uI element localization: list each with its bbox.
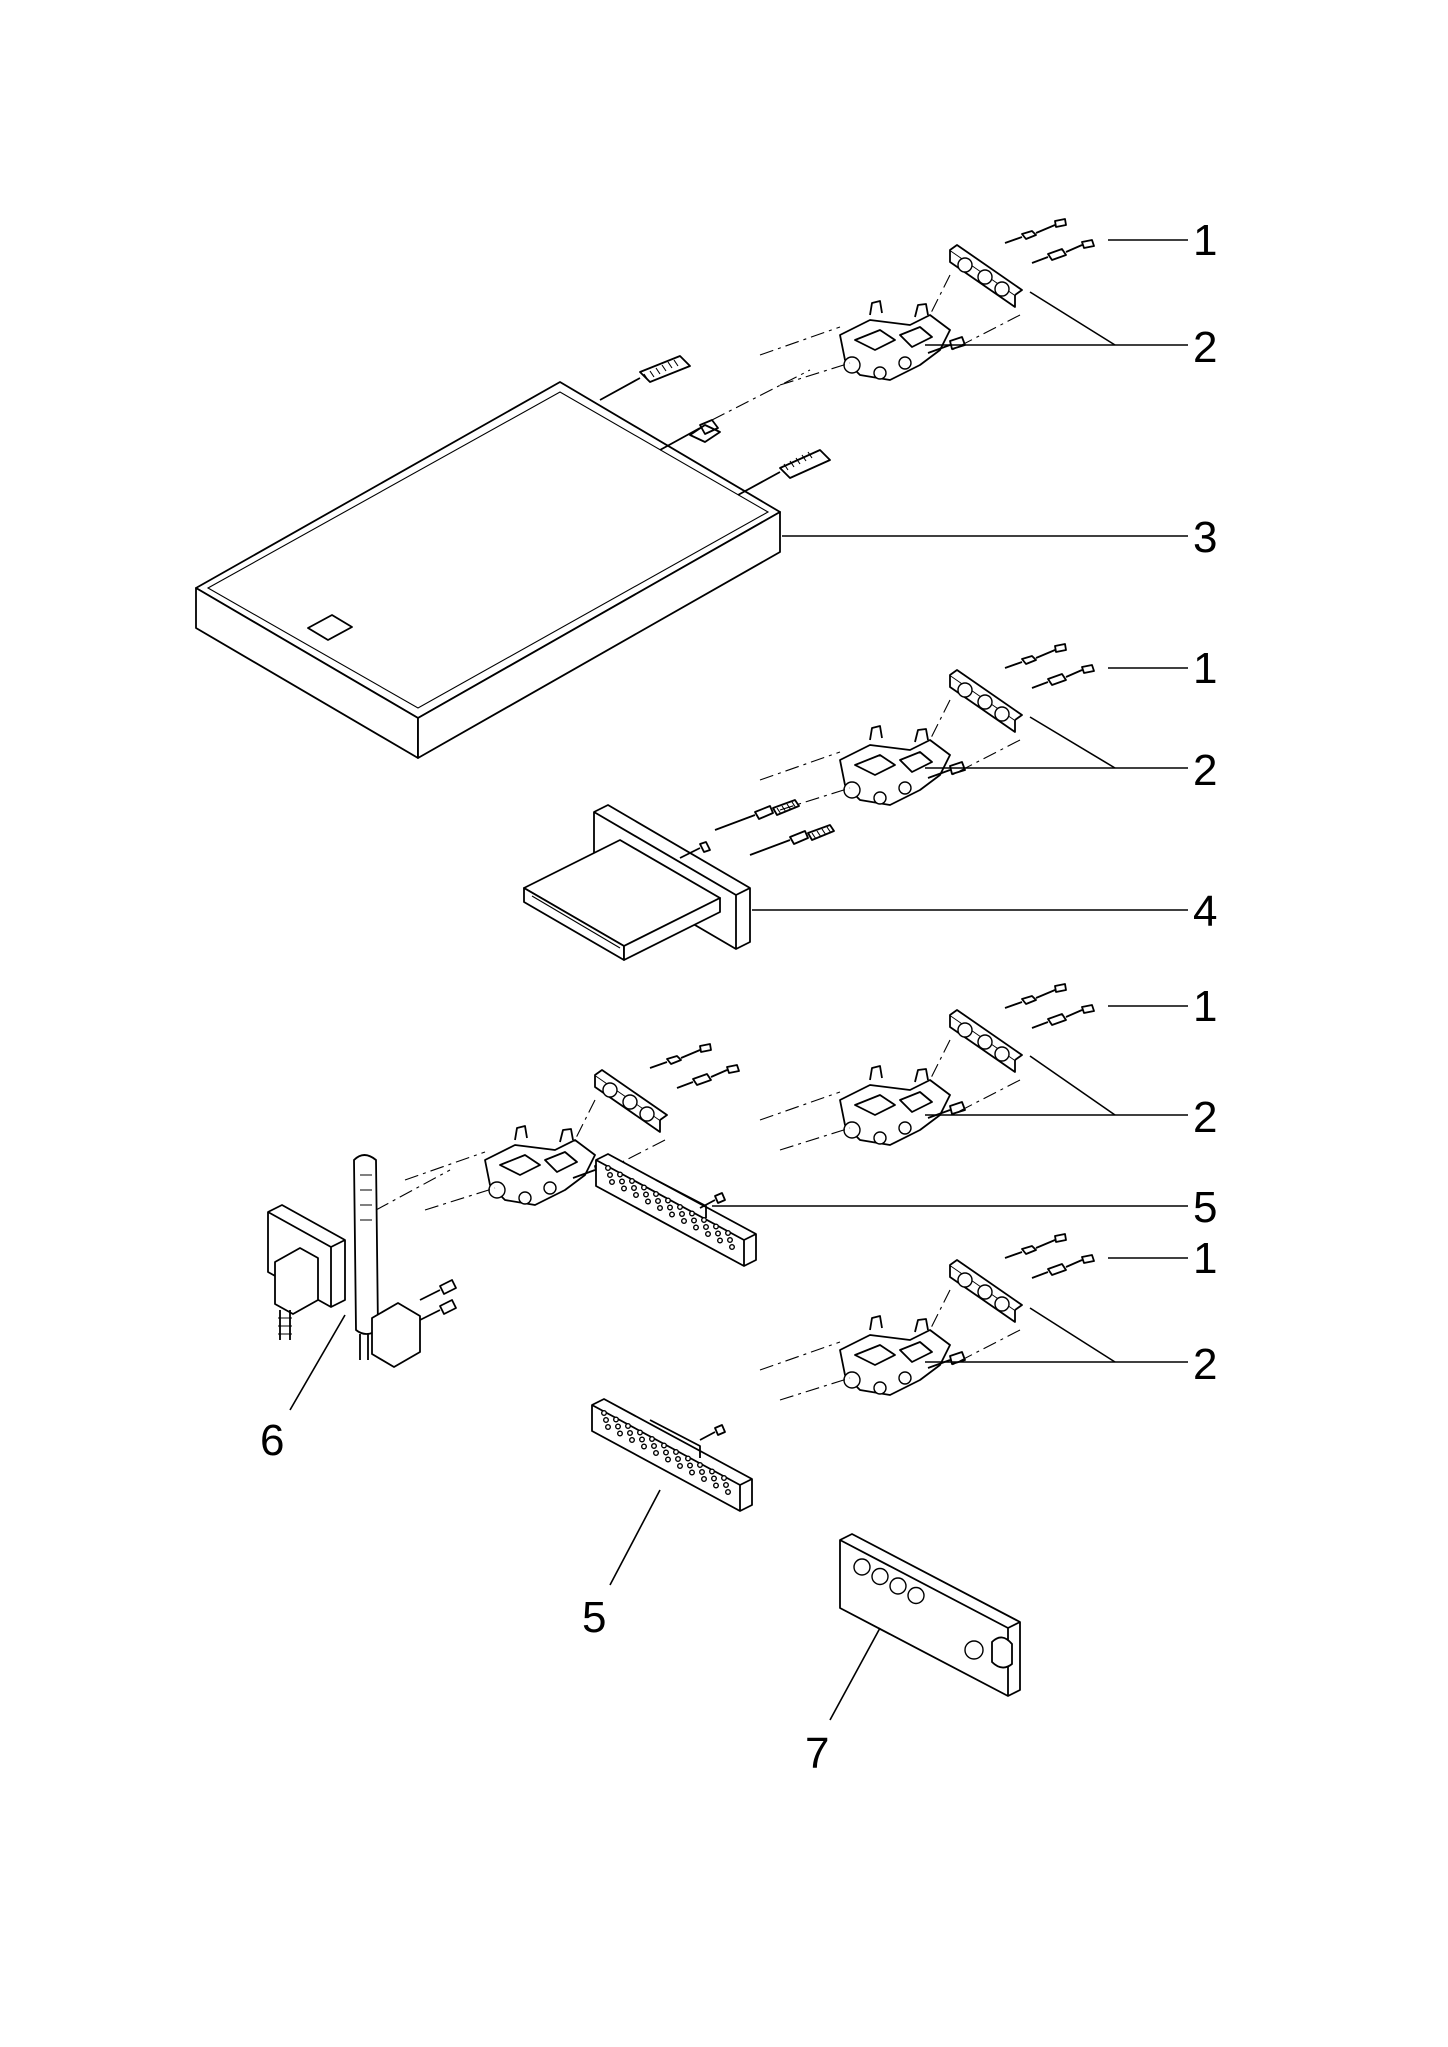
lower-panel-nozzle [629, 1436, 636, 1443]
callout-2-third: 2 [1193, 1093, 1217, 1142]
lower-panel-nozzle [641, 1443, 648, 1450]
lower-panel-nozzle [687, 1462, 694, 1469]
upper-panel-nozzle [609, 1178, 616, 1185]
upper-panel-nozzle [633, 1191, 640, 1198]
lower-panel-nozzle [675, 1455, 682, 1462]
lower-panel-nozzle [601, 1409, 608, 1416]
lower-panel-nozzle [673, 1448, 680, 1455]
valve-assembly-second [759, 643, 1095, 811]
waterfall-spout [523, 799, 835, 961]
upper-panel-nozzle [657, 1204, 664, 1211]
hand-shower-set [267, 1154, 457, 1368]
upper-panel-nozzle [641, 1184, 648, 1191]
upper-panel-nozzle [693, 1224, 700, 1231]
callout-1-second: 1 [1193, 644, 1217, 693]
callout-2-top: 2 [1193, 323, 1217, 372]
lower-panel-nozzle [709, 1468, 716, 1475]
lower-panel-nozzle [699, 1468, 706, 1475]
lower-panel-nozzle [627, 1429, 634, 1436]
upper-panel-nozzle [729, 1243, 736, 1250]
callout-1-top: 1 [1193, 216, 1217, 265]
upper-panel-nozzle [705, 1230, 712, 1237]
upper-panel-nozzle [717, 1237, 724, 1244]
callout-6: 6 [260, 1416, 284, 1465]
concealed-box [195, 355, 831, 759]
upper-panel-nozzle [631, 1184, 638, 1191]
nozzle-panel-upper [595, 1153, 757, 1267]
lower-panel-nozzle [721, 1474, 728, 1481]
upper-panel-nozzle [689, 1210, 696, 1217]
lower-panel-nozzle [711, 1475, 718, 1482]
upper-panel-nozzle [681, 1217, 688, 1224]
upper-panel-nozzle [677, 1203, 684, 1210]
control-button-icon [889, 1577, 907, 1595]
lower-panel-nozzle [617, 1430, 624, 1437]
upper-panel-nozzle [607, 1171, 614, 1178]
control-button-icon [871, 1567, 889, 1586]
lower-panel-nozzle [701, 1475, 708, 1482]
lower-panel-nozzle [723, 1481, 730, 1488]
lower-panel-nozzle [637, 1429, 644, 1436]
upper-panel-nozzle [619, 1178, 626, 1185]
upper-panel-nozzle [645, 1198, 652, 1205]
upper-panel-nozzle [669, 1211, 676, 1218]
upper-panel-nozzle [691, 1217, 698, 1224]
valve-assembly-top [759, 218, 1095, 386]
lower-panel-nozzle [661, 1442, 668, 1449]
lower-panel-nozzle [603, 1416, 610, 1423]
upper-panel-nozzle [665, 1197, 672, 1204]
callout-2-fourth: 2 [1193, 1340, 1217, 1389]
lower-panel-nozzle [651, 1442, 658, 1449]
upper-panel-nozzle [701, 1216, 708, 1223]
upper-panel-nozzle [713, 1223, 720, 1230]
upper-panel-nozzle [715, 1230, 722, 1237]
lower-panel-nozzle [613, 1416, 620, 1423]
upper-panel-nozzle [655, 1197, 662, 1204]
upper-panel-nozzle [703, 1223, 710, 1230]
callout-7: 7 [805, 1729, 829, 1778]
callout-1-fourth: 1 [1193, 1234, 1217, 1283]
control-button-icon [907, 1586, 925, 1605]
upper-panel-nozzle [725, 1229, 732, 1236]
callout-3: 3 [1193, 513, 1217, 562]
lower-panel-nozzle [639, 1436, 646, 1443]
callout-4: 4 [1193, 887, 1217, 936]
lower-panel-nozzle [625, 1422, 632, 1429]
lower-panel-nozzle [605, 1423, 612, 1430]
callout-2-second: 2 [1193, 746, 1217, 795]
control-module [839, 1533, 1021, 1697]
upper-panel-nozzle [727, 1236, 734, 1243]
nozzle-panel-lower [591, 1398, 753, 1512]
lower-panel-nozzle [649, 1435, 656, 1442]
control-button-icon [853, 1558, 871, 1576]
upper-panel-nozzle [605, 1164, 612, 1171]
lower-panel-nozzle [689, 1469, 696, 1476]
callout-5-upper: 5 [1193, 1183, 1217, 1232]
upper-panel-nozzle [643, 1191, 650, 1198]
lower-panel-nozzle [677, 1462, 684, 1469]
lower-panel-nozzle [663, 1449, 670, 1456]
callout-5-lower: 5 [582, 1593, 606, 1642]
upper-panel-nozzle [629, 1177, 636, 1184]
lower-panel-nozzle [653, 1449, 660, 1456]
upper-panel-nozzle [621, 1185, 628, 1192]
lower-panel-nozzle [725, 1488, 732, 1495]
valve-assembly-left [404, 1043, 740, 1211]
lower-panel-nozzle [615, 1423, 622, 1430]
lower-panel-nozzle [665, 1456, 672, 1463]
valve-assembly-third [759, 983, 1095, 1151]
upper-panel-nozzle [667, 1204, 674, 1211]
lower-panel-nozzle [697, 1461, 704, 1468]
lower-panel-nozzle [713, 1482, 720, 1489]
upper-panel-nozzle [617, 1171, 624, 1178]
callout-1-third: 1 [1193, 982, 1217, 1031]
upper-panel-nozzle [653, 1190, 660, 1197]
upper-panel-nozzle [679, 1210, 686, 1217]
lower-panel-nozzle [685, 1455, 692, 1462]
